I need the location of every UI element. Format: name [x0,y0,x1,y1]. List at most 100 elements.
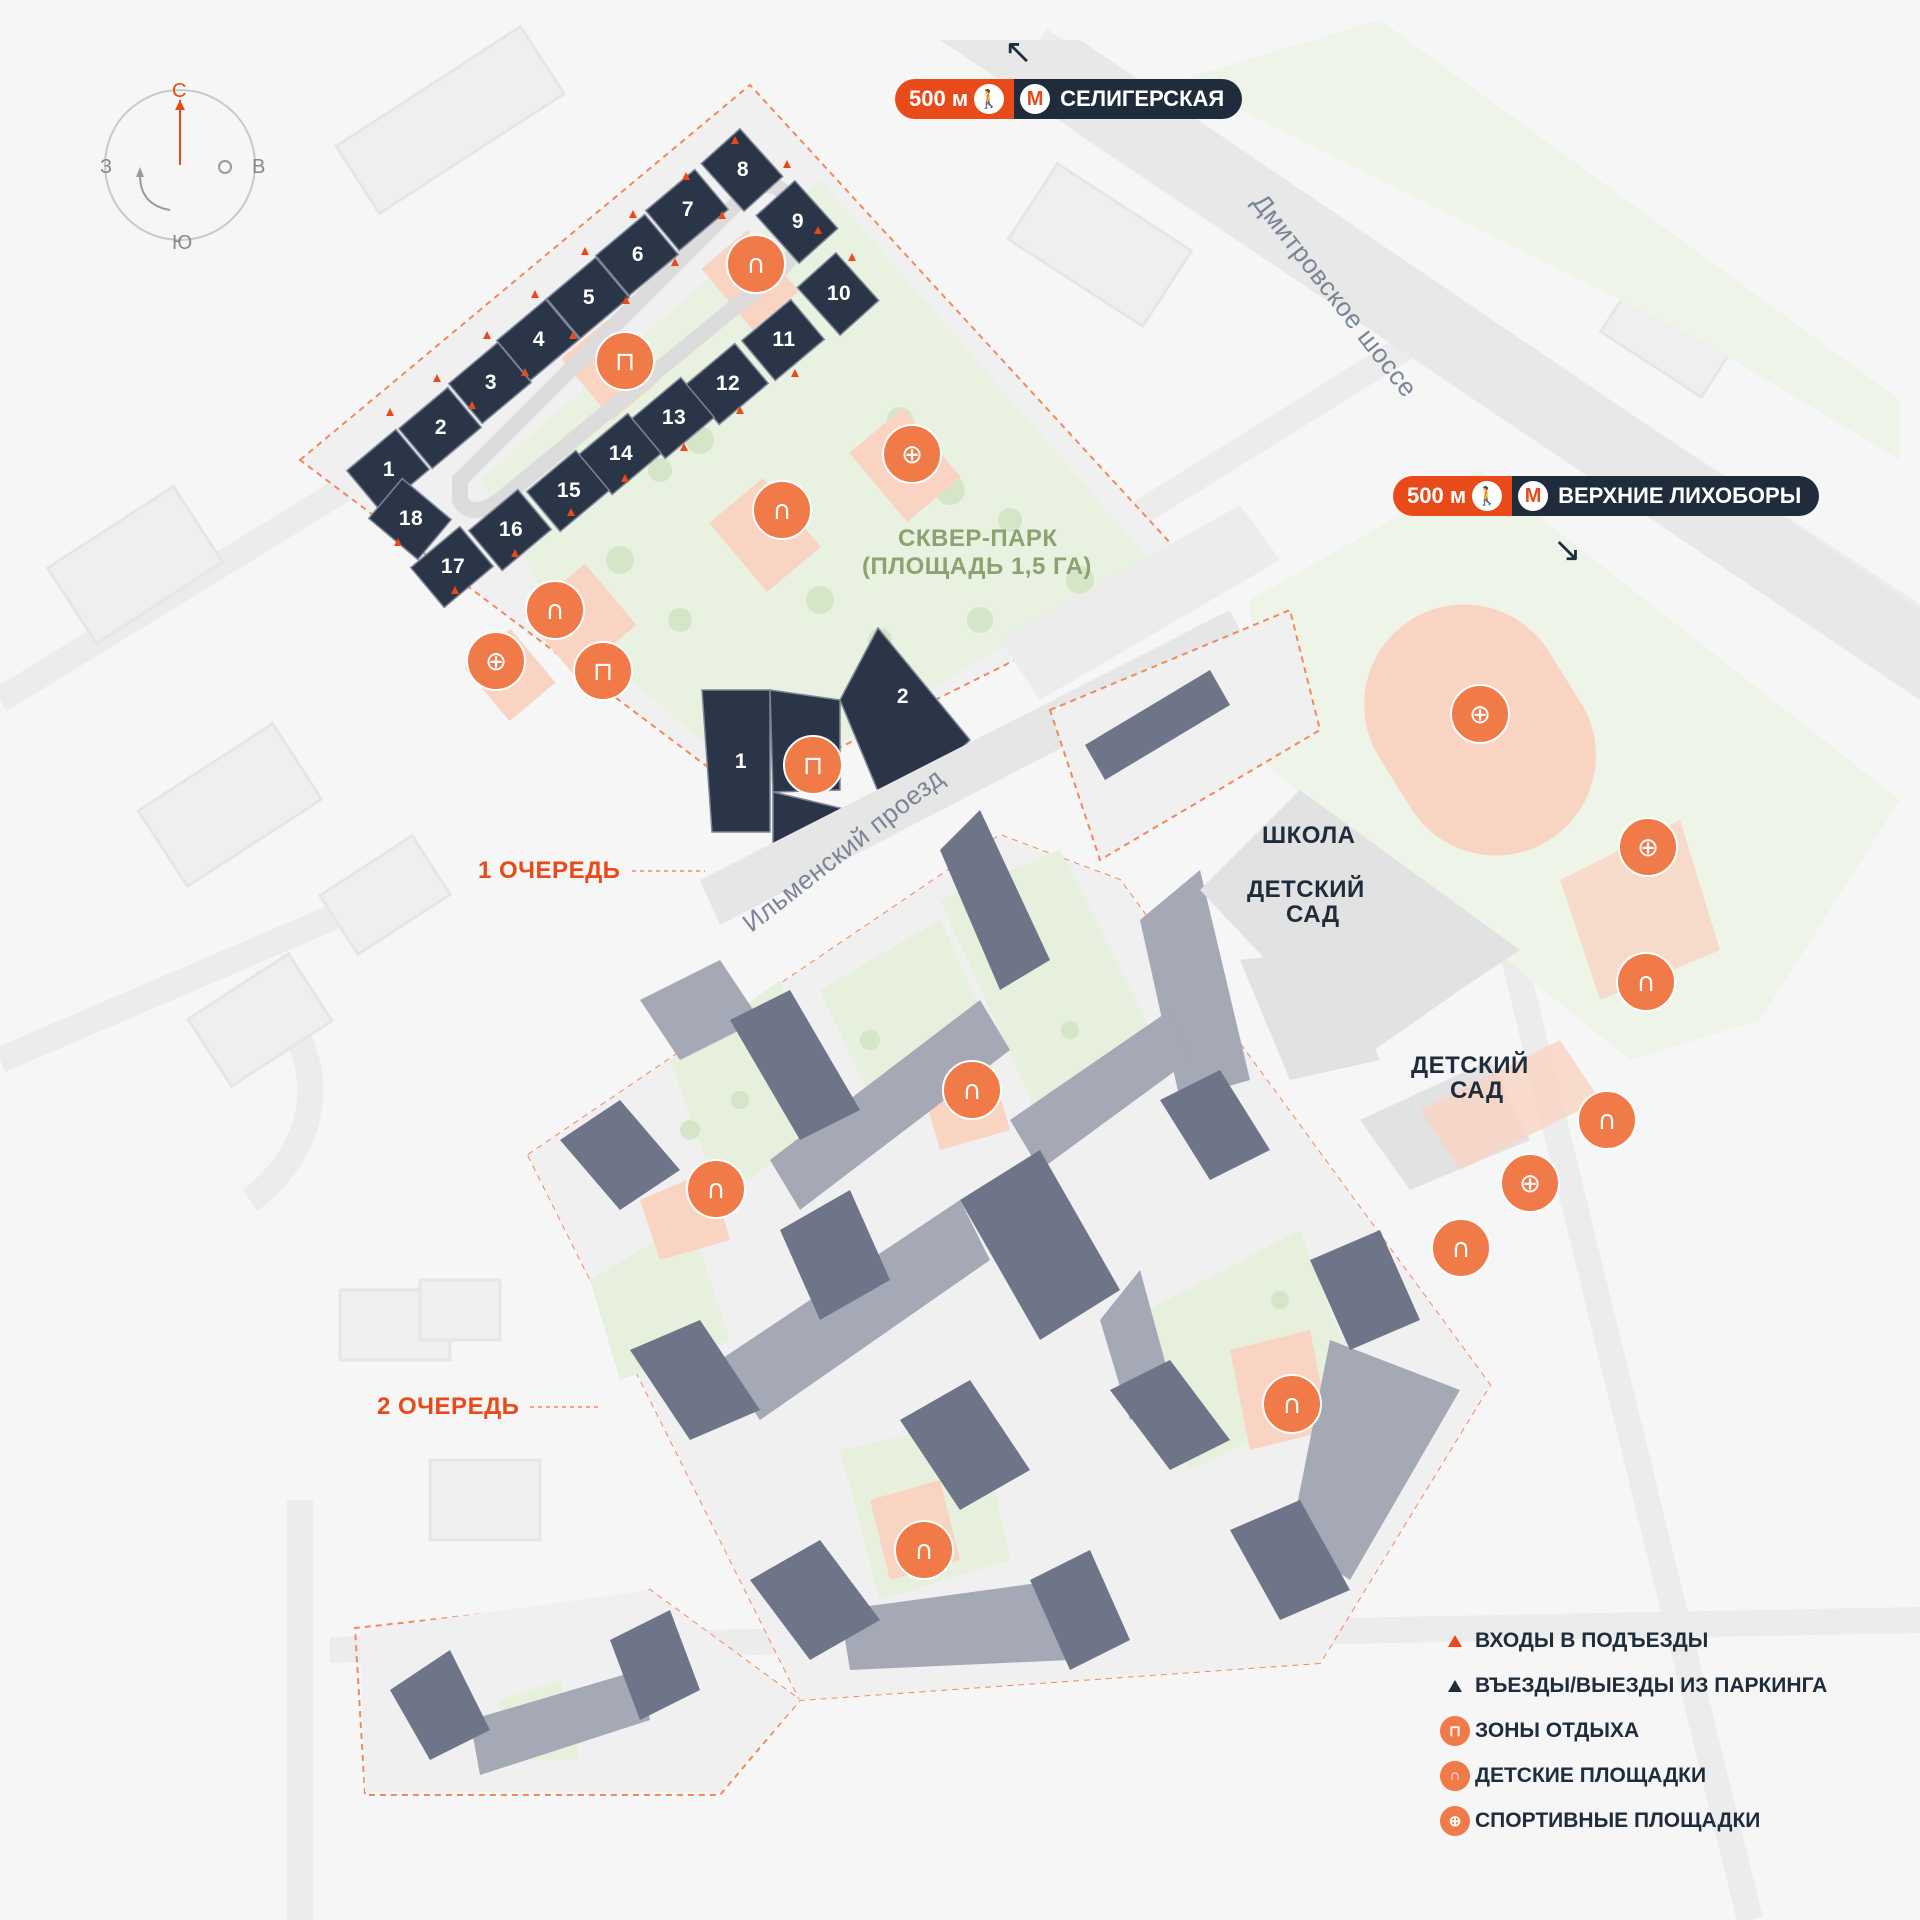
metro-distance: 500 м [1407,483,1467,508]
svg-text:⊕: ⊕ [1637,833,1659,863]
section-number: 11 [772,328,796,351]
section-number: 18 [398,507,424,530]
entrance-marker [569,331,577,339]
legend-label: ЗОНЫ ОТДЫХА [1475,1718,1640,1742]
section-number: 6 [631,243,645,266]
building-section-15 [525,449,611,533]
bench-icon: ⊓ [1440,1715,1470,1746]
swing-icon: ∩ [1431,1218,1491,1278]
entrance-marker [394,538,402,546]
entrance-marker [621,474,629,482]
swing-icon: ∩ [894,1520,954,1580]
svg-text:⊓: ⊓ [803,751,823,781]
south-block-section-number: 1 [734,750,748,773]
entrance-marker [680,443,688,451]
legend-entrances: ВХОДЫ В ПОДЪЕЗДЫ [1435,1618,1827,1663]
legend-label: ВЪЕЗДЫ/ВЫЕЗДЫ ИЗ ПАРКИНГА [1475,1673,1828,1697]
building-section-17 [409,525,495,609]
entrance-marker [511,549,519,557]
entrance-marker [814,226,822,234]
entrance-marker [671,258,679,266]
building-section-2 [397,386,483,470]
swing-icon: ∩ [1440,1760,1470,1791]
building-section-16 [467,488,553,572]
building-section-8 [700,127,784,213]
arrow-southeast-icon: ↘ [1553,531,1582,569]
entrance-marker [731,136,739,144]
svg-text:⊕: ⊕ [485,647,507,677]
legend-sports: ⊕СПОРТИВНЫЕ ПЛОЩАДКИ [1435,1798,1827,1843]
svg-text:⊕: ⊕ [901,440,923,470]
compass-north: С [172,80,187,102]
svg-text:∩: ∩ [1451,1234,1470,1264]
metro-station: СЕЛИГЕРСКАЯ [1060,86,1225,111]
swing-icon: ∩ [525,580,585,640]
svg-text:∩: ∩ [1597,1106,1616,1136]
compass-east: В [252,156,266,178]
section-number: 16 [498,518,524,541]
ball-icon: ⊕ [1500,1153,1560,1213]
svg-text:∩: ∩ [1282,1390,1301,1420]
svg-text:∩: ∩ [706,1175,725,1205]
swing-icon: ∩ [1577,1090,1637,1150]
ball-icon: ⊕ [1440,1805,1470,1836]
map-legend: ВХОДЫ В ПОДЪЕЗДЫ ВЪЕЗДЫ/ВЫЕЗДЫ ИЗ ПАРКИН… [1435,1618,1827,1843]
entrance-marker [736,406,744,414]
svg-text:⊕: ⊕ [1469,700,1491,730]
svg-text:∩: ∩ [962,1076,981,1106]
section-number: 2 [434,416,448,439]
building-section-4 [495,298,581,382]
phase1-building-main [345,127,880,609]
legend-rest-zones: ⊓ЗОНЫ ОТДЫХА [1435,1708,1827,1753]
walk-icon: 🚶 [974,84,1005,114]
section-number: 5 [582,286,596,309]
kindergarten2-label-line2: САД [1450,1077,1504,1104]
compass-south: Ю [172,232,193,254]
bench-icon: ⊓ [573,641,633,701]
highway-band [940,40,1920,700]
legend-label: ВХОДЫ В ПОДЪЕЗДЫ [1475,1628,1709,1652]
swing-icon: ∩ [726,234,786,294]
building-section-18 [367,477,453,561]
school-label: ШКОЛА [1262,822,1356,849]
park-label-line2: (ПЛОЩАДЬ 1,5 ГА) [862,553,1092,580]
entrance-marker [531,290,539,298]
swing-icon: ∩ [752,480,812,540]
walk-icon: 🚶 [1472,481,1503,511]
svg-text:⊓: ⊓ [593,657,613,687]
swing-icon: ∩ [1262,1374,1322,1434]
swing-icon: ∩ [1616,952,1676,1012]
svg-text:∩: ∩ [545,596,564,626]
entrance-marker [791,369,799,377]
ball-icon: ⊕ [882,424,942,484]
ball-icon: ⊕ [1618,817,1678,877]
compass [104,89,256,241]
entrance-marker [783,160,791,168]
entrance-marker [622,296,630,304]
section-number: 13 [661,406,687,429]
svg-text:∩: ∩ [914,1536,933,1566]
section-number: 7 [681,198,695,221]
bench-icon: ⊓ [783,735,843,795]
entrance-marker [629,210,637,218]
building-section-10 [796,251,880,337]
svg-text:⊕: ⊕ [1519,1169,1541,1199]
svg-text:∩: ∩ [746,250,765,280]
entrance-marker [718,211,726,219]
swing-icon: ∩ [942,1060,1002,1120]
section-number: 4 [532,328,546,351]
phase2-label: 2 ОЧЕРЕДЬ [377,1393,520,1420]
legend-playgrounds: ∩ДЕТСКИЕ ПЛОЩАДКИ [1435,1753,1827,1798]
entrance-triangle-icon [1448,1634,1462,1647]
entrance-marker [433,374,441,382]
compass-west: З [100,156,113,178]
kindergarten1-label-line2: САД [1286,901,1340,928]
swing-icon: ∩ [686,1159,746,1219]
legend-parking: ВЪЕЗДЫ/ВЫЕЗДЫ ИЗ ПАРКИНГА [1435,1663,1827,1708]
ball-icon: ⊕ [466,631,526,691]
kindergarten2-label-line1: ДЕТСКИЙ [1411,1052,1529,1079]
section-number: 14 [608,442,634,465]
svg-text:⊓: ⊓ [615,347,635,377]
